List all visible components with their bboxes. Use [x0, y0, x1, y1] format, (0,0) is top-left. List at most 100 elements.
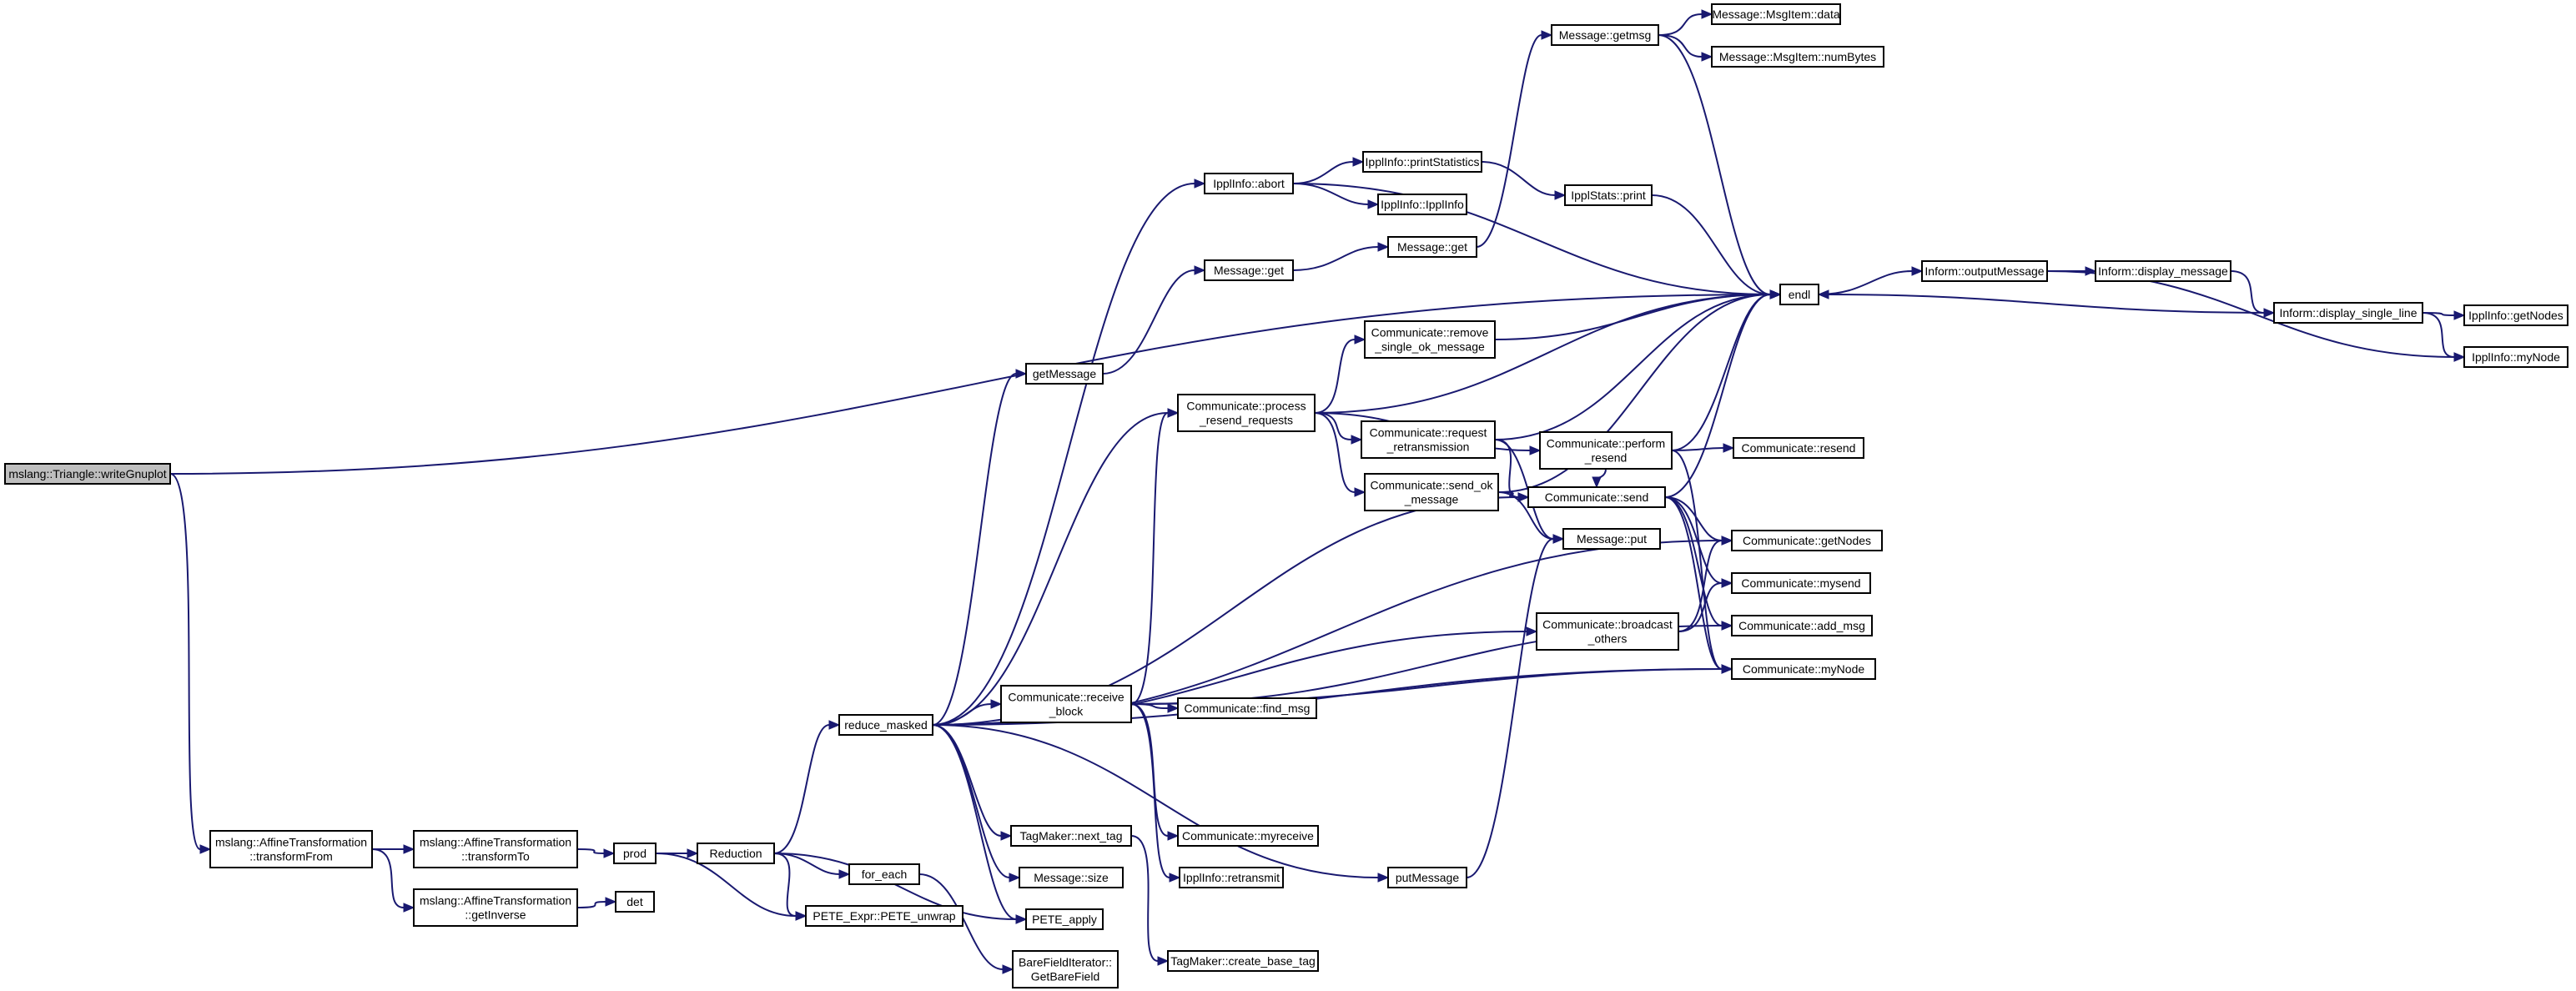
node-det[interactable]: det [615, 891, 655, 913]
node-box [1010, 825, 1132, 847]
node-endl[interactable]: endl [1779, 284, 1819, 305]
node-crso[interactable]: Communicate::remove_single_ok_message [1364, 320, 1496, 359]
node-label: _message [1404, 493, 1459, 506]
node-cfm[interactable]: Communicate::find_msg [1177, 697, 1317, 719]
node-idm[interactable]: Inform::display_message [2095, 260, 2231, 282]
node-tnt[interactable]: TagMaker::next_tag [1010, 825, 1132, 847]
edge-cprr-to-cso [1314, 412, 1356, 493]
node-wg[interactable]: mslang::Triangle::writeGnuplot [4, 463, 171, 485]
node-gm[interactable]: getMessage [1025, 363, 1104, 385]
node-mnb[interactable]: Message::MsgItem::numBytes [1711, 46, 1884, 68]
arrowhead-cpr-to-cres [1723, 443, 1735, 453]
node-box [413, 888, 578, 927]
node-agi[interactable]: mslang::AffineTransformation::getInverse [413, 888, 578, 927]
node-cbo[interactable]: Communicate::broadcast_others [1536, 612, 1679, 651]
edge-cbo-to-cms [1678, 582, 1723, 632]
node-label: BareFieldIterator:: [1019, 956, 1112, 969]
node-label: Message::put [1577, 532, 1647, 546]
node-mget2[interactable]: Message::get [1387, 236, 1477, 258]
node-box [413, 830, 578, 868]
node-idsl[interactable]: Inform::display_single_line [2273, 302, 2423, 324]
arrowhead-atf-to-agi [403, 903, 415, 913]
edge-idsl-to-imN [2422, 312, 2455, 358]
edge-mget-to-mget2 [1292, 246, 1379, 271]
arrowhead-red-to-rm [828, 720, 841, 730]
arrowhead-gm-to-mget [1194, 265, 1206, 275]
node-box [1731, 615, 1873, 636]
node-cpr[interactable]: Communicate::perform_resend [1539, 431, 1673, 470]
node-cso[interactable]: Communicate::send_ok_message [1364, 473, 1499, 511]
node-cms[interactable]: Communicate::mysend [1731, 572, 1871, 594]
nodes-layer: mslang::Triangle::writeGnuplotmslang::Af… [4, 3, 2568, 988]
node-label: Message::get [1214, 264, 1284, 277]
node-mid[interactable]: Message::MsgItem::data [1711, 3, 1841, 25]
node-mgm[interactable]: Message::getmsg [1551, 24, 1659, 46]
arrowhead-crb-to-cam [1721, 621, 1733, 631]
node-pa[interactable]: PETE_apply [1025, 908, 1104, 930]
node-label: Inform::display_single_line [2280, 306, 2418, 319]
edge-cpr-to-cmn [1671, 450, 1723, 670]
node-label: Communicate::mysend [1741, 576, 1860, 590]
node-abort[interactable]: IpplInfo::abort [1204, 173, 1294, 194]
node-cmr[interactable]: Communicate::myreceive [1177, 825, 1319, 847]
node-pm[interactable]: putMessage [1387, 867, 1467, 888]
node-ips[interactable]: IpplInfo::printStatistics [1362, 151, 1482, 173]
node-label: PETE_Expr::PETE_unwrap [813, 909, 955, 923]
node-crb[interactable]: Communicate::receive_block [1000, 685, 1132, 723]
node-label: Communicate::resend [1742, 441, 1856, 455]
node-msz[interactable]: Message::size [1019, 867, 1124, 888]
node-box [1167, 950, 1319, 972]
node-box [1921, 260, 2048, 282]
node-cprr[interactable]: Communicate::process_resend_requests [1177, 394, 1316, 432]
edge-cpr-to-cres [1671, 447, 1724, 451]
node-label: Communicate::send_ok [1370, 479, 1493, 492]
arrowhead-cprr-to-crr [1351, 435, 1363, 445]
node-tcb[interactable]: TagMaker::create_base_tag [1167, 950, 1319, 972]
node-fe[interactable]: for_each [848, 863, 920, 885]
node-label: Communicate::request [1370, 426, 1487, 440]
edge-idsl-to-endl [1828, 294, 2275, 314]
node-mget[interactable]: Message::get [1204, 259, 1294, 281]
node-iret[interactable]: IpplInfo::retransmit [1179, 867, 1284, 888]
arrowhead-red-to-pepu [795, 911, 808, 921]
node-label: Communicate::remove [1371, 326, 1489, 340]
node-igN[interactable]: IpplInfo::getNodes [2463, 304, 2568, 326]
node-mput[interactable]: Message::put [1562, 528, 1661, 550]
node-ipi[interactable]: IpplInfo::IpplInfo [1377, 194, 1467, 215]
node-box [1536, 612, 1679, 651]
node-label: mslang::AffineTransformation [420, 894, 571, 908]
node-cam[interactable]: Communicate::add_msg [1731, 615, 1873, 636]
arrowhead-idsl-to-igN [2453, 310, 2466, 320]
arrowhead-mget-to-mget2 [1377, 242, 1390, 252]
node-red[interactable]: Reduction [697, 843, 775, 864]
node-label: _others [1587, 632, 1628, 646]
arrowhead-crb-to-cprr [1167, 408, 1180, 418]
edge-fe-to-bfi [918, 873, 1004, 970]
edge-idsl-to-igN [2422, 312, 2455, 316]
node-rm[interactable]: reduce_masked [838, 714, 933, 736]
node-cmn[interactable]: Communicate::myNode [1731, 658, 1876, 680]
arrowhead-crb-to-cmn [1721, 664, 1733, 674]
arrowhead-mget2-to-mgm [1541, 30, 1553, 40]
node-box [2463, 304, 2568, 326]
edge-csend-to-cms [1664, 496, 1723, 584]
node-box [2095, 260, 2231, 282]
edge-mgm-to-mid [1658, 13, 1703, 36]
node-iom[interactable]: Inform::outputMessage [1921, 260, 2048, 282]
node-isp[interactable]: IpplStats::print [1564, 184, 1653, 206]
node-pepu[interactable]: PETE_Expr::PETE_unwrap [805, 905, 963, 927]
node-csend[interactable]: Communicate::send [1527, 486, 1666, 508]
node-cgn[interactable]: Communicate::getNodes [1731, 530, 1883, 551]
node-att[interactable]: mslang::AffineTransformation::transformT… [413, 830, 578, 868]
node-cres[interactable]: Communicate::resend [1733, 437, 1864, 459]
node-imN[interactable]: IpplInfo::myNode [2463, 346, 2568, 368]
node-bfi[interactable]: BareFieldIterator::GetBareField [1012, 950, 1119, 988]
arrowhead-cprr-to-cso [1354, 487, 1366, 497]
node-crr[interactable]: Communicate::request_retransmission [1361, 420, 1496, 459]
node-atf[interactable]: mslang::AffineTransformation::transformF… [209, 830, 373, 868]
node-prod[interactable]: prod [613, 843, 657, 864]
edge-idm-to-idsl [2230, 270, 2265, 314]
edge-att-to-prod [576, 848, 605, 854]
node-label: Communicate::getNodes [1743, 534, 1871, 547]
